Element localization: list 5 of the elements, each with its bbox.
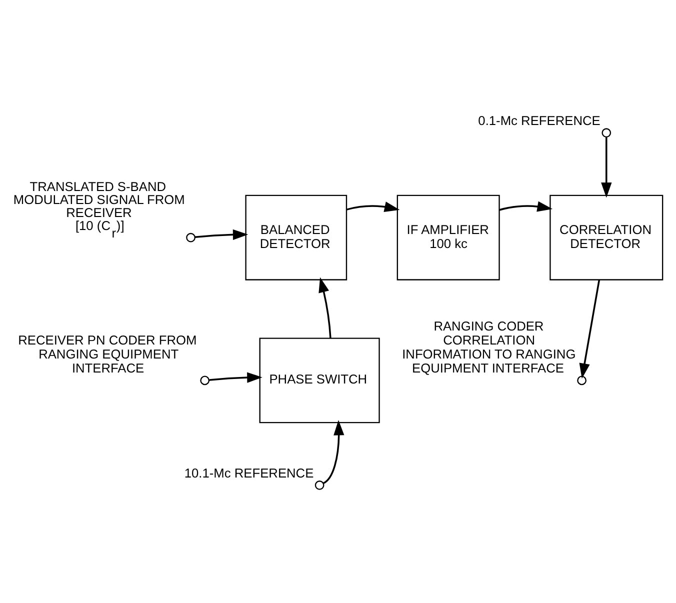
node-label: RANGING CODER CORRELATION INFORMATION TO RANGING EQUIPMENT INTERFACE <box>402 318 576 376</box>
node-label: 0.1-Mc REFERENCE <box>478 112 600 128</box>
node-label: RECEIVER PN CODER FROM RANGING EQUIPMENT INTERFACE <box>18 332 197 376</box>
node-label: TRANSLATED S-BAND MODULATED SIGNAL FROM RECEIVER <box>13 178 185 220</box>
node-label: 10.1-Mc REFERENCE <box>184 464 314 480</box>
